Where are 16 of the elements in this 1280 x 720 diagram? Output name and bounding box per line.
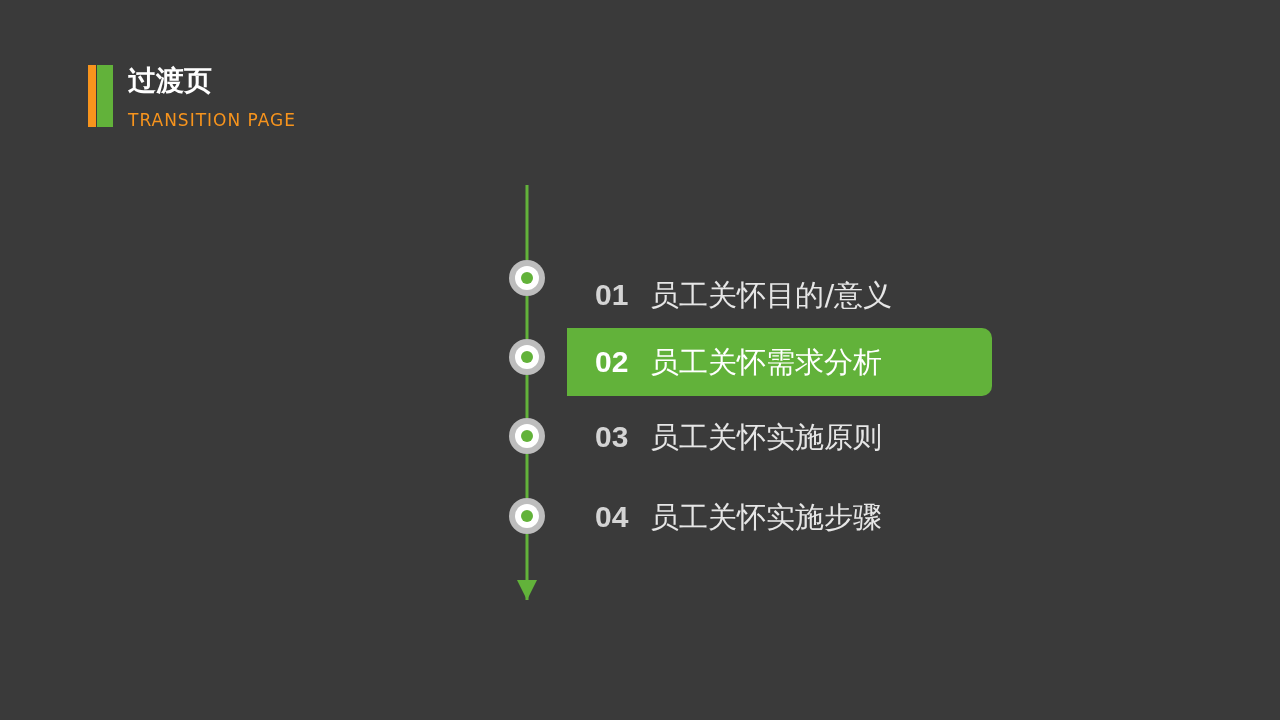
timeline-line (525, 296, 529, 339)
subtitle: TRANSITION PAGE (128, 109, 296, 131)
highlight-bar (567, 328, 992, 396)
item-title: 员工关怀实施步骤 (650, 499, 883, 535)
step-number: 01 (595, 277, 629, 313)
item-title: 员工关怀目的/意义 (650, 277, 893, 313)
step-number: 04 (595, 499, 629, 535)
title: 过渡页 (128, 63, 212, 99)
item-title: 员工关怀需求分析 (650, 344, 883, 380)
timeline-line (525, 375, 529, 418)
timeline-line (525, 185, 529, 260)
step-number: 02 (595, 344, 629, 380)
step-number: 03 (595, 419, 629, 455)
arrow (517, 534, 537, 600)
item-title: 员工关怀实施原则 (650, 419, 883, 455)
timeline-line (525, 454, 529, 498)
